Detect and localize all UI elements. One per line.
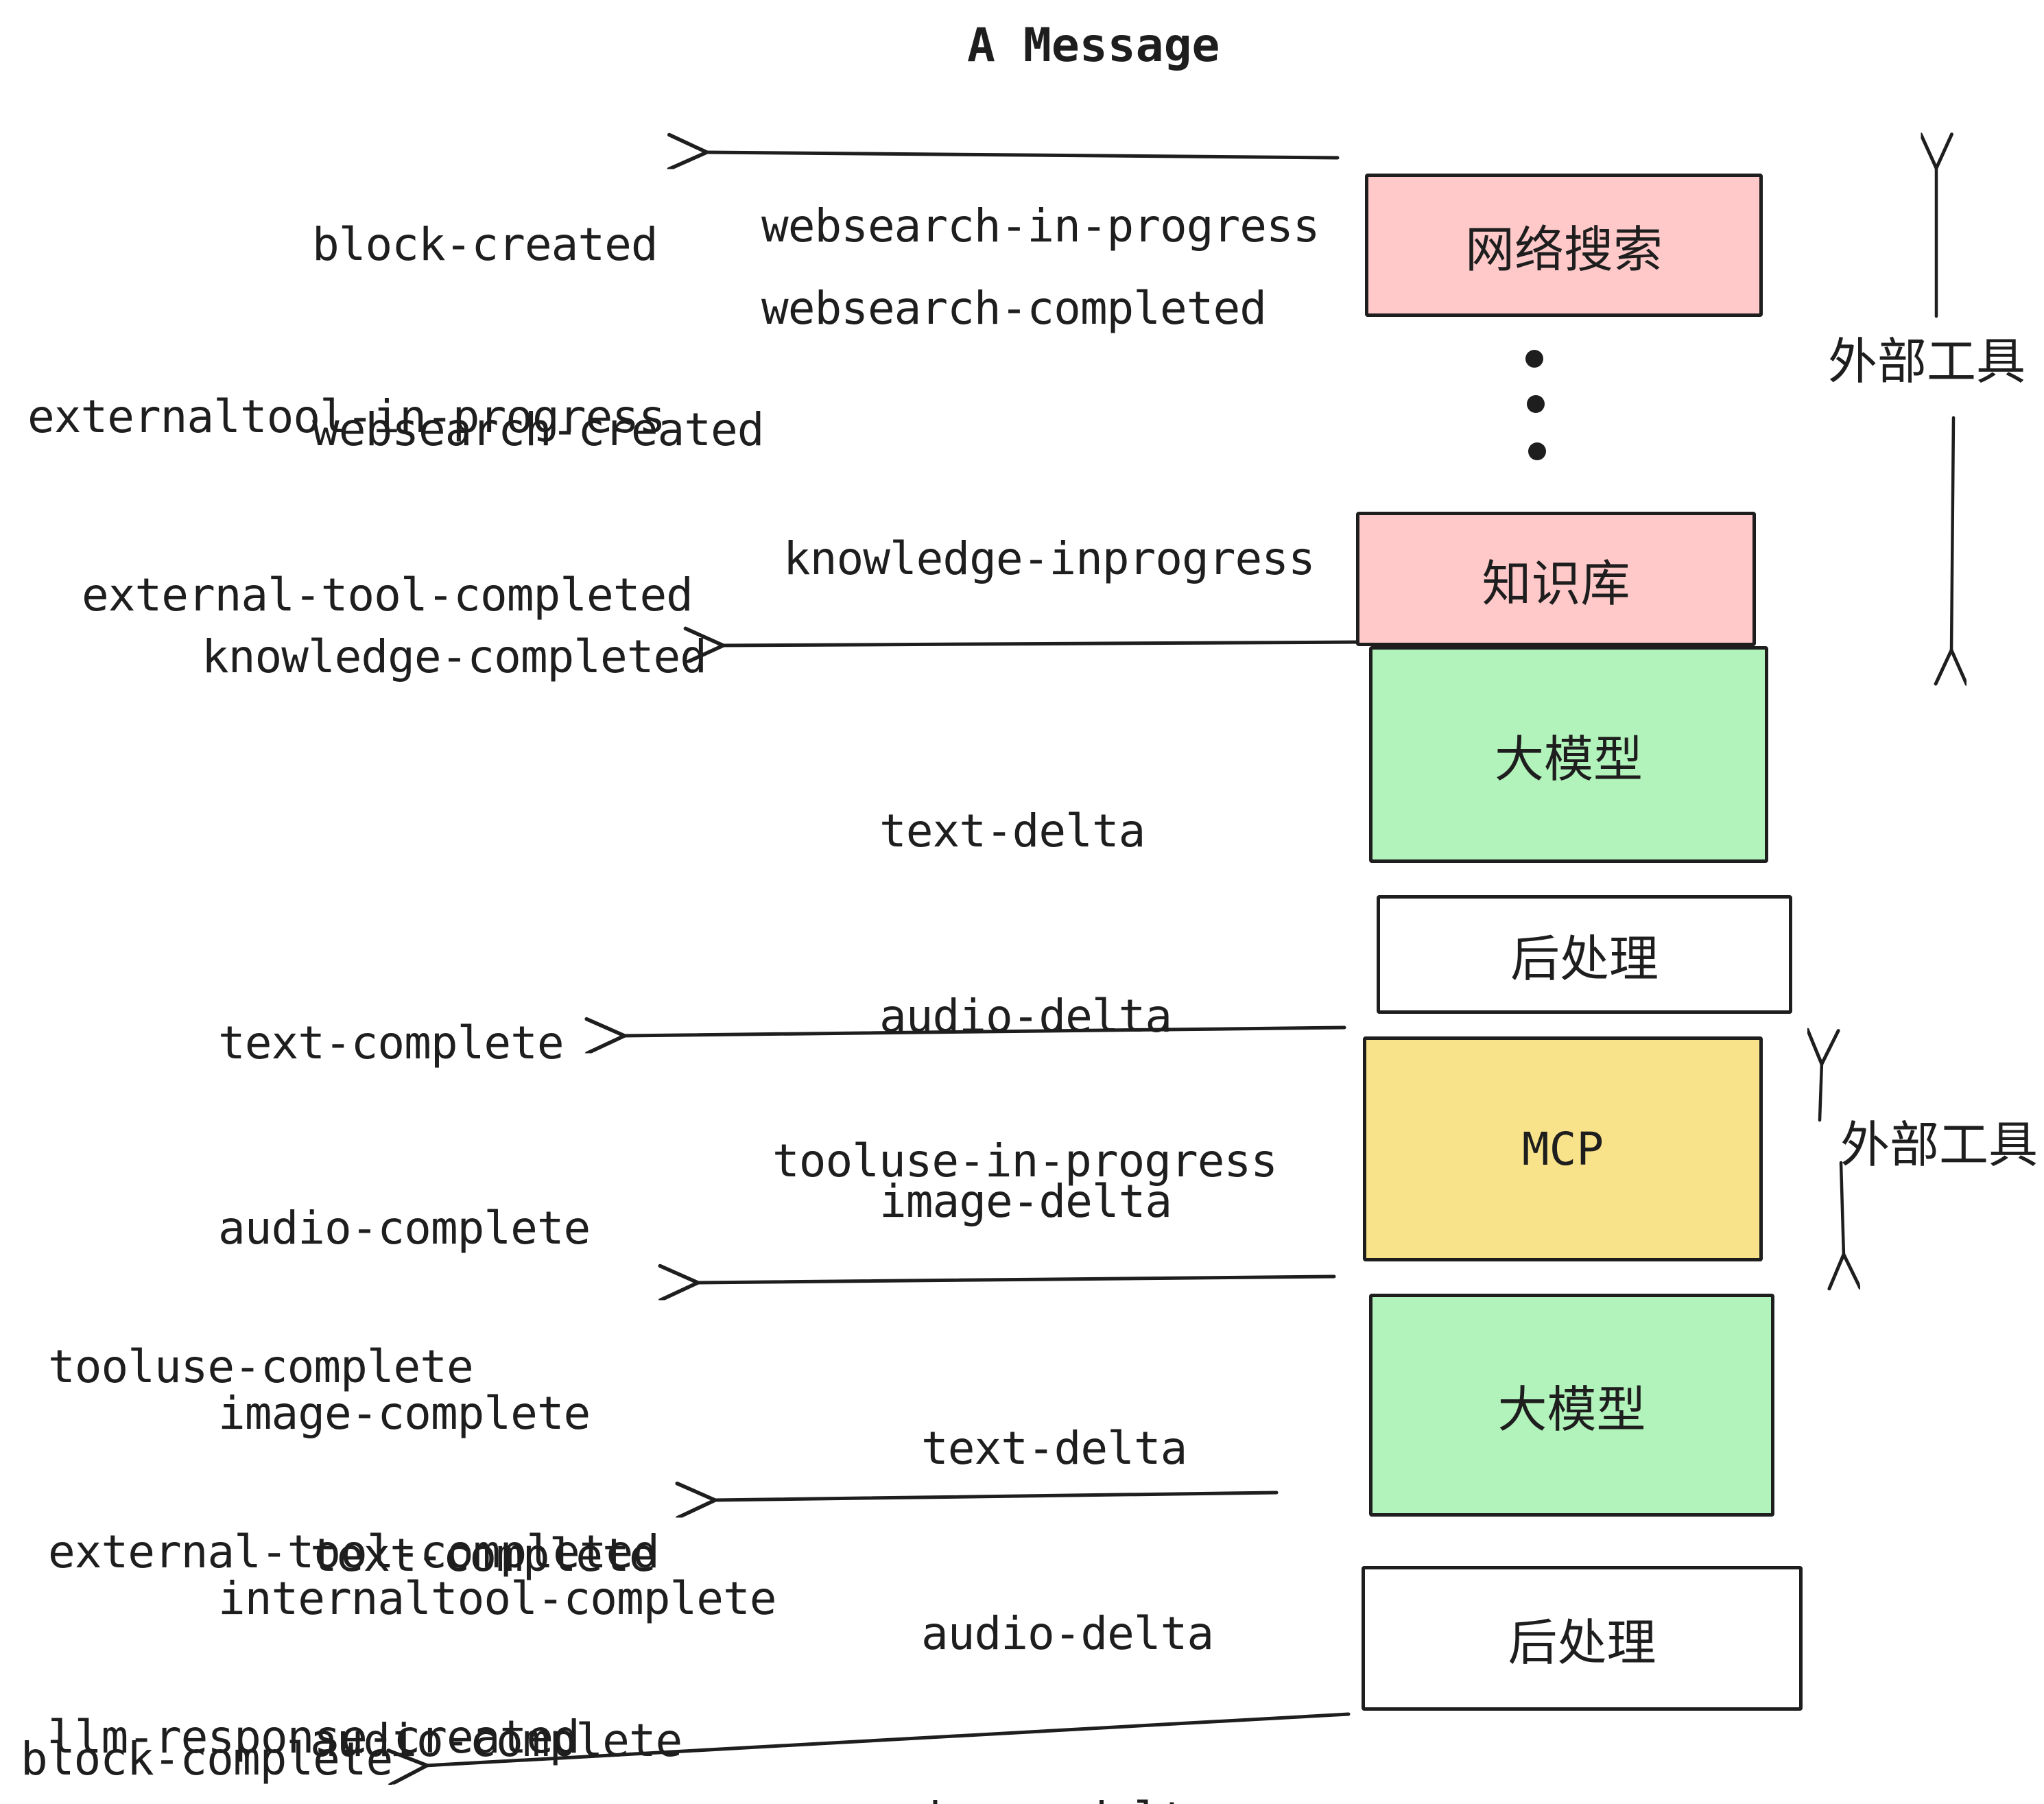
diagram-title: A Message bbox=[967, 19, 1220, 73]
llm-box-2-label: 大模型 bbox=[1497, 1383, 1646, 1438]
mcp-box-label: MCP bbox=[1521, 1122, 1604, 1176]
event-llm-response-created: llm-response-created bbox=[48, 1711, 580, 1764]
event-block-complete: block-complete bbox=[21, 1733, 393, 1785]
external-tools-label-2: 外部工具 bbox=[1840, 1118, 2039, 1173]
websearch-box-label: 网络搜索 bbox=[1464, 223, 1663, 278]
postprocess-box-1: 后处理 bbox=[1377, 895, 1792, 1014]
event-text-complete: text-complete bbox=[218, 1017, 565, 1069]
event-audio-delta-2: audio-delta bbox=[921, 1607, 1214, 1660]
event-stack-block-created: block-created websearch-created bbox=[312, 91, 765, 584]
event-stack-llm1-deltas: text-delta audio-delta image-delta bbox=[879, 677, 1172, 1356]
knowledge-base-box: 知识库 bbox=[1356, 512, 1756, 646]
event-audio-complete: audio-complete bbox=[218, 1202, 591, 1255]
llm-box-2: 大模型 bbox=[1369, 1294, 1774, 1517]
event-external-tool-completed-2: external-tool-completed bbox=[48, 1526, 660, 1578]
event-audio-delta: audio-delta bbox=[879, 990, 1172, 1043]
event-block-created: block-created bbox=[312, 218, 658, 271]
postprocess-box-2: 后处理 bbox=[1362, 1566, 1803, 1711]
event-text-delta-2: text-delta bbox=[921, 1422, 1187, 1475]
knowledge-base-box-label: 知识库 bbox=[1482, 556, 1630, 612]
event-internaltool-complete: internaltool-complete bbox=[218, 1572, 776, 1625]
external-tools-up-arrow-2 bbox=[1820, 1063, 1822, 1122]
event-websearch-created: websearch-created bbox=[312, 403, 765, 456]
event-audio-complete-2: audio-complete bbox=[310, 1714, 682, 1767]
postprocess-box-1-label: 后处理 bbox=[1510, 932, 1659, 987]
llm-box-1: 大模型 bbox=[1369, 646, 1768, 863]
event-text-delta: text-delta bbox=[879, 805, 1145, 857]
event-stack-post2-completes: text-complete audio-complete image-compl… bbox=[310, 1401, 868, 1804]
ellipsis-dots-icon bbox=[1525, 350, 1546, 460]
event-text-complete-2: text-complete bbox=[310, 1529, 656, 1582]
event-externaltool-in-progress: externaltool-in-progress bbox=[27, 390, 666, 443]
event-external-tool-completed: external-tool-completed bbox=[82, 569, 693, 621]
event-image-delta-2: image-delta bbox=[921, 1788, 1214, 1804]
event-image-complete: image-complete bbox=[218, 1387, 591, 1440]
event-websearch-in-progress: websearch-in-progress bbox=[761, 200, 1320, 252]
external-tools-down-arrow-1 bbox=[1951, 416, 1953, 652]
arrow-knowledge-completed bbox=[722, 642, 1366, 645]
event-knowledge-inprogress: knowledge-inprogress bbox=[783, 532, 1316, 585]
event-image-delta: image-delta bbox=[879, 1175, 1172, 1228]
event-websearch-completed: websearch-completed bbox=[761, 282, 1267, 335]
arrow-websearch-created bbox=[705, 152, 1340, 158]
event-stack-post1-completes: text-complete audio-complete image-compl… bbox=[218, 889, 776, 1753]
llm-box-1-label: 大模型 bbox=[1494, 732, 1643, 787]
postprocess-box-2-label: 后处理 bbox=[1508, 1616, 1656, 1671]
mcp-box: MCP bbox=[1363, 1036, 1763, 1261]
event-stack-mcp-completes: tooluse-complete external-tool-completed… bbox=[48, 1213, 660, 1804]
event-stack-llm2-deltas: text-delta audio-delta image-delta bbox=[921, 1294, 1214, 1804]
event-knowledge-completed: knowledge-completed bbox=[202, 630, 707, 683]
event-tooluse-complete: tooluse-complete bbox=[48, 1340, 474, 1393]
event-tooluse-in-progress: tooluse-in-progress bbox=[772, 1135, 1278, 1187]
external-tools-down-arrow-2 bbox=[1841, 1161, 1844, 1256]
websearch-box: 网络搜索 bbox=[1365, 174, 1763, 317]
external-tools-label-1: 外部工具 bbox=[1828, 335, 2026, 390]
